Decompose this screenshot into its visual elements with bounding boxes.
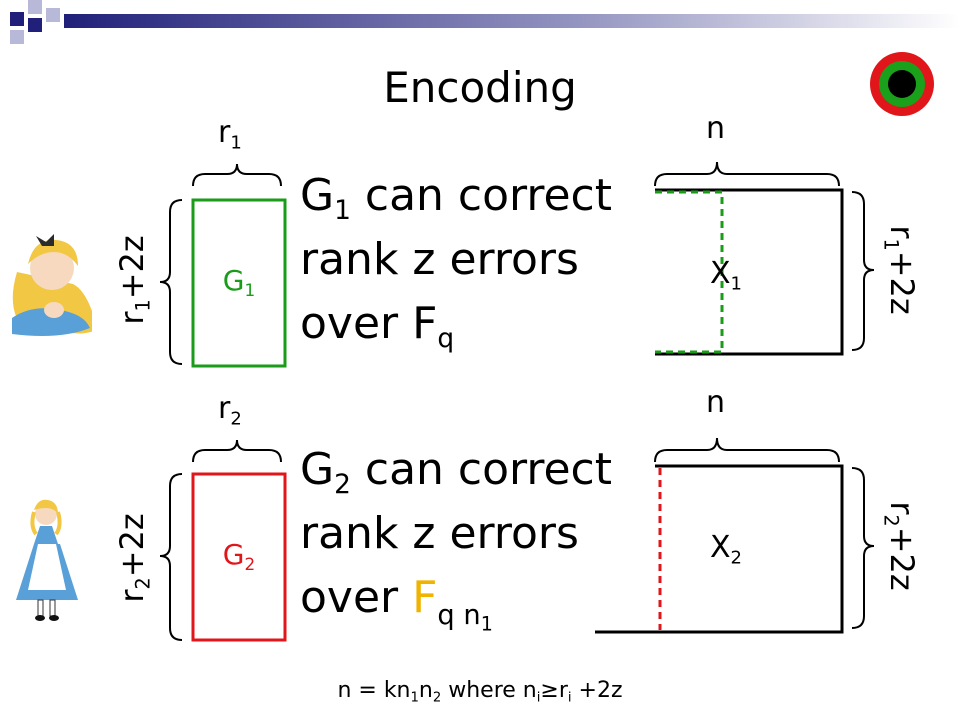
brace-left-top [159, 199, 183, 365]
r2-label: r2 [218, 391, 242, 430]
top-statement-line2: rank z errors [300, 234, 579, 285]
right-height-label-top: r1+2z [879, 225, 921, 315]
left-height-label-top: r1+2z [113, 235, 155, 325]
matrix-x1 [655, 188, 844, 356]
brace-r2 [192, 439, 282, 463]
x2-label: X2 [709, 530, 742, 569]
alice-standing-icon [16, 499, 78, 621]
header-decoration [10, 0, 960, 44]
bottom-statement-line3: over Fq n1 [300, 572, 493, 636]
g1-label: G1 [222, 264, 256, 300]
n-label-bottom: n [706, 385, 726, 420]
brace-right-bottom [851, 467, 875, 629]
r1-label: r1 [218, 115, 242, 154]
right-height-label-bottom: r2+2z [879, 501, 921, 591]
matrix-x2 [595, 464, 844, 634]
alice-leaning-icon [12, 234, 92, 336]
left-height-label-bottom: r2+2z [113, 513, 155, 603]
brace-right-top [851, 191, 875, 351]
top-statement-line1: G1 can correct [300, 170, 612, 227]
bottom-statement-line1: G2 can correct [300, 444, 612, 501]
slide-title: Encoding [383, 63, 577, 112]
x1-label: X1 [709, 256, 742, 295]
brace-n-top [654, 161, 840, 187]
matrix-g1 [191, 198, 287, 368]
matrix-g2 [191, 472, 287, 642]
n-label-top: n [706, 111, 726, 146]
brace-n-bottom [654, 437, 840, 463]
bottom-statement-line2: rank z errors [300, 508, 579, 559]
g2-label: G2 [222, 538, 256, 574]
record-target-icon [870, 52, 934, 116]
footer-equation: n = kn1n2 where ni≥ri +2z [337, 678, 623, 706]
brace-left-bottom [159, 473, 183, 641]
top-statement-line3: over Fq [300, 298, 455, 355]
x1-dashed-part [655, 190, 724, 354]
brace-r1 [192, 163, 282, 187]
